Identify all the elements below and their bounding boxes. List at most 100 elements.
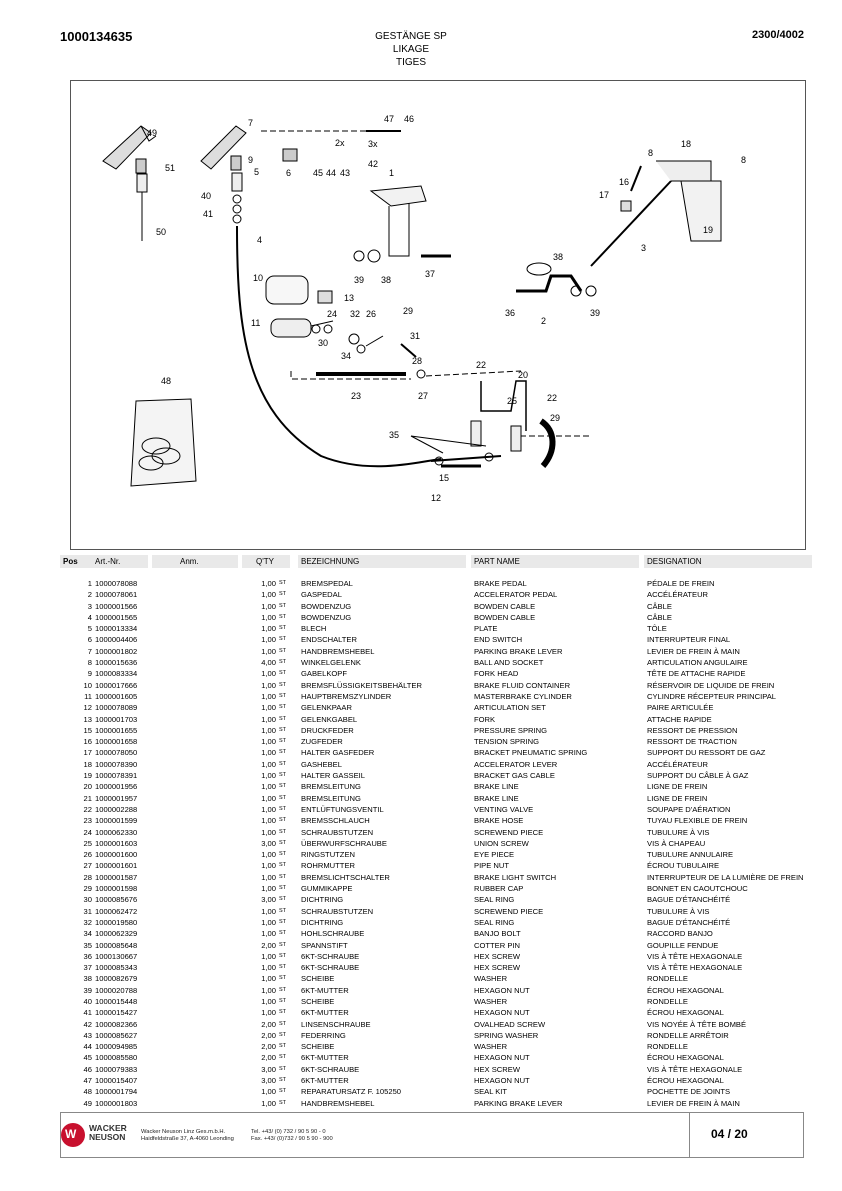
cell-qty: 1,00 <box>261 748 276 758</box>
cell-qty: 1,00 <box>261 917 276 927</box>
callout-label: 23 <box>351 391 361 401</box>
cell-part-name: PIPE NUT <box>474 861 510 871</box>
cell-art-nr: 1000078061 <box>95 590 138 600</box>
cell-designation: SUPPORT DU RESSORT DE GAZ <box>647 748 766 758</box>
logo-mark-icon: W <box>61 1123 85 1147</box>
cell-designation: CÂBLE <box>647 612 672 622</box>
cell-bezeichnung: BREMSLEITUNG <box>301 793 361 803</box>
cell-unit: ST <box>279 828 287 835</box>
cell-part-name: ACCELERATOR LEVER <box>474 759 558 769</box>
cell-pos: 38 <box>83 974 92 984</box>
cell-part-name: SCREWEND PIECE <box>474 906 544 916</box>
cell-part-name: PARKING BRAKE LEVER <box>474 1098 563 1108</box>
cell-designation: INTERRUPTEUR FINAL <box>647 635 731 645</box>
callout-label: 38 <box>381 275 391 285</box>
cell-bezeichnung: FEDERRING <box>301 1030 346 1040</box>
cell-designation: RONDELLE <box>647 996 688 1006</box>
cell-unit: ST <box>279 715 287 722</box>
cell-bezeichnung: BOWDENZUG <box>301 601 352 611</box>
cell-unit: ST <box>279 986 287 993</box>
cell-designation: BAGUE D'ÉTANCHÉITÉ <box>647 917 731 927</box>
cell-bezeichnung: SCHEIBE <box>301 1042 335 1052</box>
cell-pos: 30 <box>83 895 92 905</box>
cell-art-nr: 1000085627 <box>95 1030 138 1040</box>
cell-art-nr: 1000085580 <box>95 1053 138 1063</box>
callout-label: 37 <box>425 269 435 279</box>
callout-label: 29 <box>550 413 560 423</box>
cell-qty: 1,00 <box>261 635 276 645</box>
cell-designation: LEVIER DE FREIN À MAIN <box>647 1098 740 1108</box>
cell-unit: ST <box>279 760 287 767</box>
cell-part-name: RUBBER CAP <box>474 884 524 894</box>
cell-part-name: BANJO BOLT <box>474 929 521 939</box>
cell-pos: 18 <box>83 759 92 769</box>
cell-qty: 1,00 <box>261 669 276 679</box>
cell-pos: 11 <box>84 691 92 701</box>
cell-designation: RÉSERVOIR DE LIQUIDE DE FREIN <box>647 680 775 690</box>
cell-qty: 1,00 <box>261 601 276 611</box>
cell-unit: ST <box>279 613 287 620</box>
callout-label: 42 <box>368 159 378 169</box>
cell-qty: 1,00 <box>261 906 276 916</box>
cell-part-name: FORK HEAD <box>474 669 519 679</box>
cell-unit: ST <box>279 918 287 925</box>
cell-bezeichnung: GELENKGABEL <box>301 714 358 724</box>
logo-text: WACKER NEUSON <box>89 1123 127 1142</box>
cell-bezeichnung: 6KT-MUTTER <box>301 985 349 995</box>
cell-unit: ST <box>279 851 287 858</box>
document-title: GESTÄNGE SP LIKAGE TIGES <box>0 30 842 69</box>
cell-pos: 9 <box>87 669 92 679</box>
callout-label: 25 <box>507 396 517 406</box>
cell-bezeichnung: HANDBREMSHEBEL <box>301 1098 375 1108</box>
cell-bezeichnung: 6KT-MUTTER <box>301 1008 349 1018</box>
cell-part-name: VENTING VALVE <box>474 804 534 814</box>
cell-part-name: SEAL RING <box>474 895 515 905</box>
cell-designation: TUBULURE À VIS <box>647 827 710 837</box>
cell-unit: ST <box>279 941 287 948</box>
cell-qty: 2,00 <box>261 1030 276 1040</box>
cell-art-nr: 1000001794 <box>95 1087 138 1097</box>
cell-bezeichnung: GUMMIKAPPE <box>301 884 353 894</box>
cell-pos: 44 <box>83 1042 92 1052</box>
cell-designation: CYLINDRE RÉCEPTEUR PRINCIPAL <box>647 691 776 701</box>
cell-bezeichnung: 6KT-MUTTER <box>301 1076 349 1086</box>
cell-part-name: BRACKET GAS CABLE <box>474 771 555 781</box>
cell-unit: ST <box>279 692 287 699</box>
cell-bezeichnung: HAUPTBREMSZYLINDER <box>301 691 392 701</box>
callout-label: 44 <box>326 168 336 178</box>
cell-bezeichnung: SCHEIBE <box>301 996 335 1006</box>
cell-part-name: HEXAGON NUT <box>474 985 530 995</box>
cell-art-nr: 1000062330 <box>95 827 138 837</box>
cell-pos: 20 <box>83 782 92 792</box>
cell-part-name: WASHER <box>474 974 508 984</box>
cell-pos: 46 <box>83 1064 92 1074</box>
cell-pos: 26 <box>83 850 92 860</box>
page-number: 04 / 20 <box>711 1127 748 1141</box>
cell-part-name: OVALHEAD SCREW <box>474 1019 546 1029</box>
callout-label: 43 <box>340 168 350 178</box>
cell-pos: 25 <box>83 838 92 848</box>
cell-qty: 4,00 <box>261 658 276 668</box>
parts-table-header: Pos Art.-Nr. Anm. Q'TY BEZEICHNUNG PART … <box>60 555 812 568</box>
model-number: 2300/4002 <box>752 29 804 41</box>
cell-part-name: HEX SCREW <box>474 1064 520 1074</box>
callout-label: 26 <box>366 309 376 319</box>
cell-art-nr: 1000083334 <box>95 669 138 679</box>
cell-qty: 1,00 <box>261 793 276 803</box>
cell-unit: ST <box>279 670 287 677</box>
callout-label: 18 <box>681 139 691 149</box>
